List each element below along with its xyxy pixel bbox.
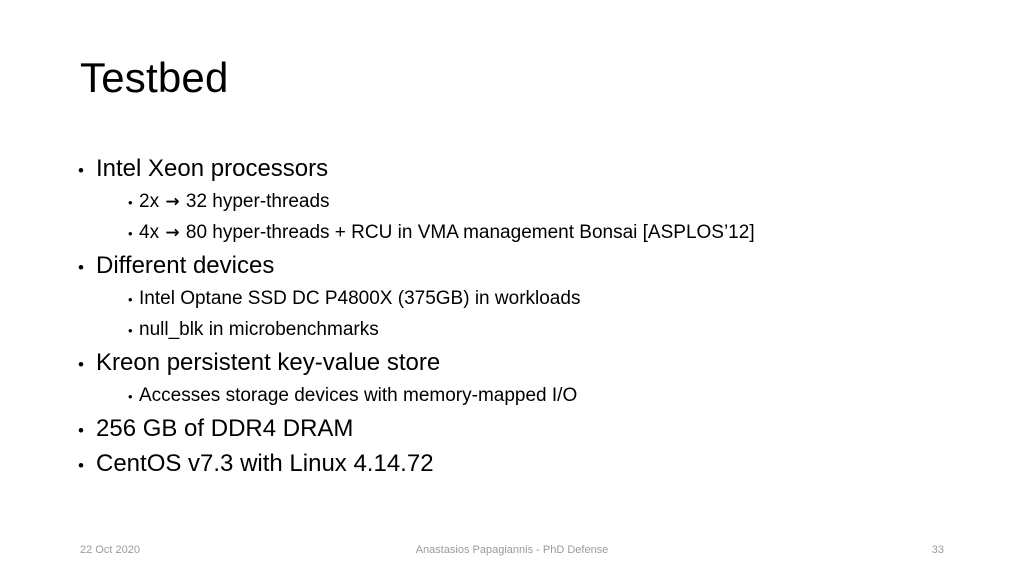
bullet-point-icon: •	[128, 226, 133, 241]
slide-body-bullet-list: • Intel Xeon processors • 2x → 32 hyper-thr…	[78, 152, 958, 482]
bullet-item-level-1: • 256 GB of DDR4 DRAM	[78, 412, 958, 447]
bullet-point-icon: •	[128, 389, 133, 404]
bullet-point-icon: •	[128, 323, 133, 338]
footer-presentation-title: Anastasios Papagiannis - PhD Defense	[415, 544, 609, 556]
right-arrow-icon: →	[165, 192, 180, 212]
bullet-item-level-2: • 2x → 32 hyper-threads	[128, 187, 958, 218]
bullet-item-label: 256 GB of DDR4 DRAM	[96, 415, 354, 442]
bullet-item-label: 2x → 32 hyper-threads	[139, 191, 330, 212]
slide-title: Testbed	[80, 54, 229, 101]
bullet-item-level-1: • CentOS v7.3 with Linux 4.14.72	[78, 447, 958, 482]
slide-footer: 22 Oct 2020 Anastasios Papagiannis - PhD…	[0, 540, 1024, 560]
bullet-item-label: 4x → 80 hyper-threads + RCU in VMA manag…	[139, 222, 755, 243]
bullet-point-icon: •	[78, 161, 84, 180]
bullet-point-icon: •	[78, 258, 84, 277]
bullet-item-level-2: • 4x → 80 hyper-threads + RCU in VMA mana…	[128, 218, 958, 249]
bullet-point-icon: •	[78, 456, 84, 475]
bullet-point-icon: •	[128, 292, 133, 307]
bullet-item-label: Accesses storage devices with memory-map…	[139, 385, 578, 406]
bullet-item-level-2: • Accesses storage devices with memory-ma…	[128, 381, 958, 412]
bullet-item-level-1: • Kreon persistent key-value store	[78, 346, 958, 381]
bullet-item-label: Intel Optane SSD DC P4800X (375GB) in wo…	[139, 288, 581, 309]
bullet-item-level-2: • Intel Optane SSD DC P4800X (375GB) in w…	[128, 284, 958, 315]
bullet-item-label: CentOS v7.3 with Linux 4.14.72	[96, 450, 434, 477]
bullet-item-label: Kreon persistent key-value store	[96, 349, 441, 376]
footer-date: 22 Oct 2020	[80, 544, 140, 556]
bullet-point-icon: •	[128, 195, 133, 210]
bullet-item-level-1: • Intel Xeon processors	[78, 152, 958, 187]
bullet-point-icon: •	[78, 421, 84, 440]
bullet-point-icon: •	[78, 355, 84, 374]
bullet-item-label: Intel Xeon processors	[96, 155, 329, 182]
bullet-item-label: Different devices	[96, 252, 275, 279]
footer-slide-number: 33	[931, 544, 944, 556]
right-arrow-icon: →	[165, 223, 180, 243]
bullet-item-level-2: • null_blk in microbenchmarks	[128, 315, 958, 346]
bullet-item-level-1: • Different devices	[78, 249, 958, 284]
bullet-item-label: null_blk in microbenchmarks	[139, 319, 379, 340]
